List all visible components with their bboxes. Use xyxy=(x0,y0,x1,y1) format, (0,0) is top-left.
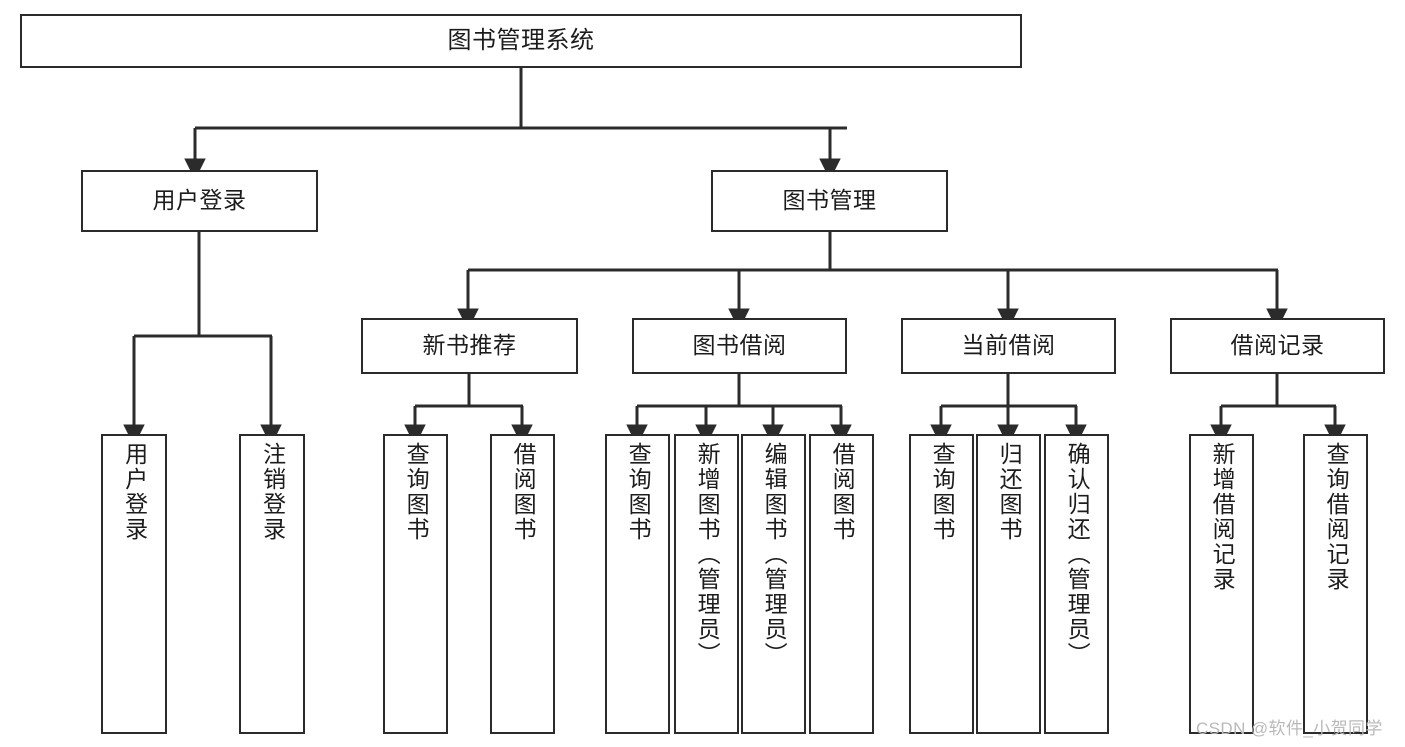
node-label: 借阅记录 xyxy=(1230,332,1325,359)
node-label: 查询借阅记录 xyxy=(1323,442,1350,592)
node-leaf-confirm-return[interactable]: 确认归还（管理员） xyxy=(1044,434,1109,734)
node-leaf-borrow-book-2[interactable]: 借阅图书 xyxy=(809,434,874,734)
node-book-borrow[interactable]: 图书借阅 xyxy=(632,318,847,374)
node-user-login[interactable]: 用户登录 xyxy=(81,170,318,232)
node-label: 归还图书 xyxy=(996,442,1023,542)
node-current-borrow[interactable]: 当前借阅 xyxy=(901,318,1116,374)
node-label: 注销登录 xyxy=(259,442,286,542)
node-leaf-user-login[interactable]: 用户登录 xyxy=(101,434,167,734)
node-label: 查询图书 xyxy=(625,442,652,542)
node-label: 用户登录 xyxy=(121,442,148,542)
node-label: 图书借阅 xyxy=(692,332,787,359)
node-leaf-logout-login[interactable]: 注销登录 xyxy=(239,434,305,734)
csdn-watermark: CSDN @软件_小贺同学 xyxy=(1196,719,1383,738)
node-book-management-system[interactable]: 图书管理系统 xyxy=(20,14,1022,68)
node-label: 查询图书 xyxy=(403,442,430,542)
node-label: 查询图书 xyxy=(929,442,956,542)
node-leaf-add-record[interactable]: 新增借阅记录 xyxy=(1189,434,1254,734)
node-label: 图书管理 xyxy=(782,187,877,214)
node-label: 借阅图书 xyxy=(829,442,856,542)
node-leaf-borrow-book-1[interactable]: 借阅图书 xyxy=(490,434,555,734)
node-leaf-return-book[interactable]: 归还图书 xyxy=(976,434,1041,734)
node-leaf-add-book[interactable]: 新增图书（管理员） xyxy=(674,434,739,734)
node-label: 图书管理系统 xyxy=(447,26,595,54)
node-leaf-query-book-3[interactable]: 查询图书 xyxy=(909,434,974,734)
node-label: 确认归还（管理员） xyxy=(1064,442,1091,667)
node-leaf-query-book-2[interactable]: 查询图书 xyxy=(605,434,670,734)
node-label: 当前借阅 xyxy=(961,332,1056,359)
node-label: 新增图书（管理员） xyxy=(694,442,721,667)
node-label: 用户登录 xyxy=(152,187,247,214)
node-label: 借阅图书 xyxy=(510,442,537,542)
node-label: 新增借阅记录 xyxy=(1209,442,1236,592)
node-new-book-recommend[interactable]: 新书推荐 xyxy=(361,318,578,374)
node-label: 编辑图书（管理员） xyxy=(761,442,788,667)
node-book-management[interactable]: 图书管理 xyxy=(711,170,948,232)
node-leaf-edit-book[interactable]: 编辑图书（管理员） xyxy=(741,434,806,734)
node-borrow-record[interactable]: 借阅记录 xyxy=(1170,318,1385,374)
node-leaf-query-record[interactable]: 查询借阅记录 xyxy=(1303,434,1368,734)
node-label: 新书推荐 xyxy=(422,332,517,359)
node-leaf-query-book-1[interactable]: 查询图书 xyxy=(383,434,448,734)
